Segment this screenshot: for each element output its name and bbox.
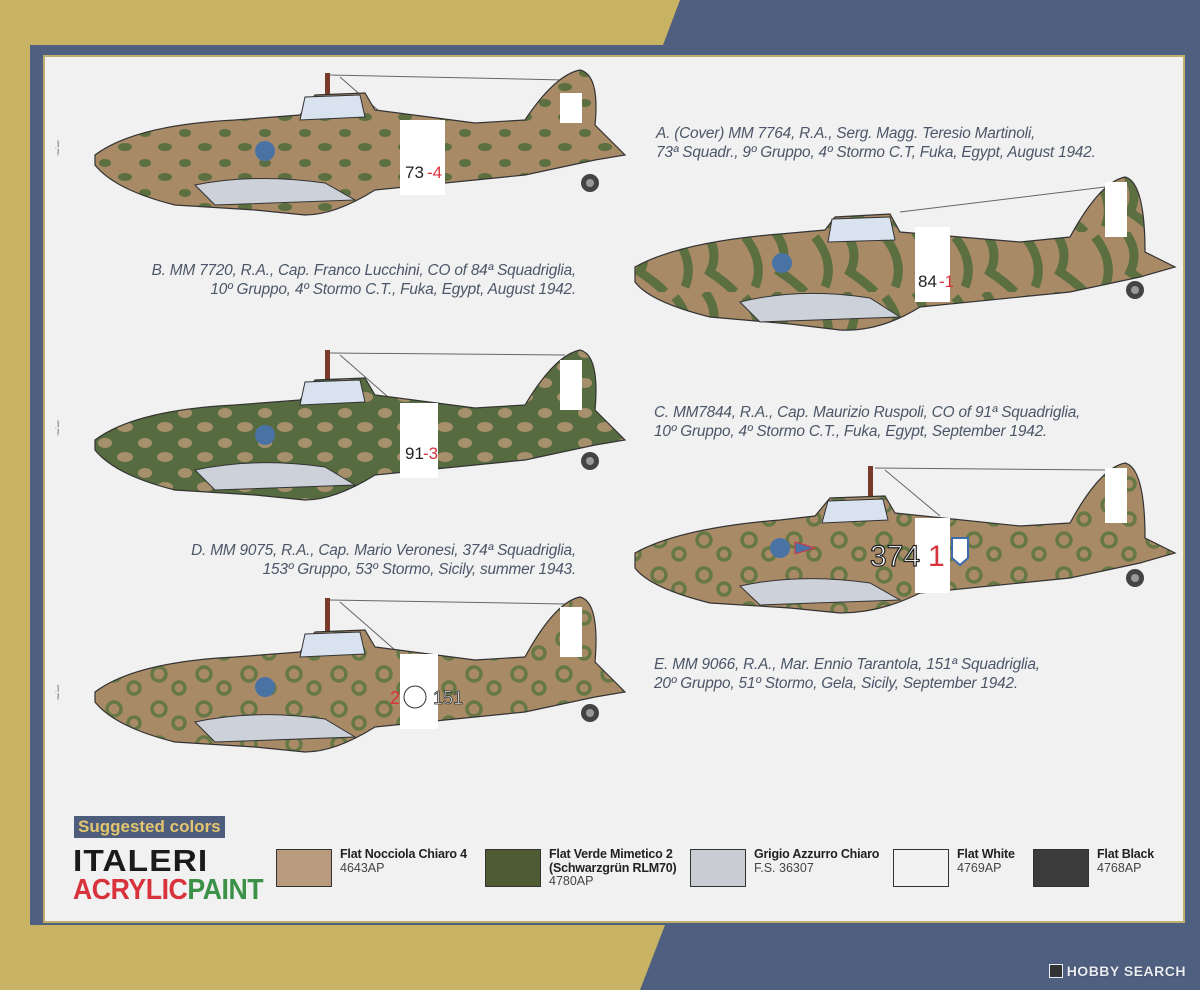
caption-b-line1: B. MM 7720, R.A., Cap. Franco Lucchini, … — [151, 262, 577, 279]
brand-logo-italeri: ITALERI — [73, 843, 209, 878]
svg-text:-3: -3 — [423, 444, 438, 463]
caption-d: D. MM 9075, R.A., Cap. Mario Veronesi, 3… — [191, 541, 576, 579]
caption-c-line1: C. MM7844, R.A., Cap. Maurizio Ruspoli, … — [654, 404, 1081, 421]
caption-d-line1: D. MM 9075, R.A., Cap. Mario Veronesi, 3… — [191, 542, 576, 559]
swatch-chip — [893, 849, 949, 887]
swatch-name: Flat Black — [1097, 847, 1155, 861]
swatch-code: 4780AP — [549, 874, 594, 888]
svg-text:91: 91 — [405, 444, 424, 463]
svg-text:151: 151 — [433, 688, 463, 708]
swatch-name: Flat Nocciola Chiaro 4 — [340, 847, 467, 861]
swatch-code: 4643AP — [340, 860, 385, 875]
caption-e: E. MM 9066, R.A., Mar. Ennio Tarantola, … — [654, 655, 1040, 693]
caption-d-line2: 153º Gruppo, 53º Stormo, Sicily, summer … — [262, 561, 577, 578]
suggested-colors-title: Suggested colors — [74, 816, 225, 838]
svg-text:2: 2 — [390, 688, 400, 708]
caption-a: A. (Cover) MM 7764, R.A., Serg. Magg. Te… — [656, 124, 1096, 162]
caption-a-line1: A. (Cover) MM 7764, R.A., Serg. Magg. Te… — [656, 125, 1036, 142]
aircraft-profile-b: 84 -1 — [595, 172, 1185, 372]
watermark: HOBBY SEARCH — [1048, 963, 1186, 979]
swatch-chip — [690, 849, 746, 887]
svg-text:374: 374 — [870, 540, 920, 573]
svg-text:84: 84 — [918, 272, 937, 291]
brand-logo-acrylic-paint: ACRYLICPAINT — [73, 874, 264, 907]
brand-acrylic: ACRYLIC — [73, 874, 188, 906]
swatch-chip — [1033, 849, 1089, 887]
swatch-name: Flat White — [957, 847, 1015, 861]
caption-a-line2: 73ª Squadr., 9º Gruppo, 4º Stormo C.T, F… — [656, 144, 1096, 161]
svg-text:-4: -4 — [427, 163, 442, 182]
svg-text:73: 73 — [405, 163, 424, 182]
hobby-search-logo-icon — [1048, 964, 1063, 978]
swatch-code: F.S. 36307 — [754, 860, 814, 875]
aircraft-profile-d: 374 1 — [595, 458, 1185, 658]
caption-e-line1: E. MM 9066, R.A., Mar. Ennio Tarantola, … — [654, 656, 1040, 673]
swatch-code: 4768AP — [1097, 860, 1142, 875]
swatch-name: Flat Verde Mimetico 2 — [549, 847, 673, 861]
brand-paint: PAINT — [187, 874, 264, 906]
caption-c-line2: 10º Gruppo, 4º Stormo C.T., Fuka, Egypt,… — [654, 423, 1047, 440]
watermark-text: HOBBY SEARCH — [1066, 963, 1186, 979]
swatch-name-2: (Schwarzgrün RLM70) — [549, 860, 677, 875]
swatch-code: 4769AP — [957, 860, 1002, 875]
caption-c: C. MM7844, R.A., Cap. Maurizio Ruspoli, … — [654, 403, 1080, 441]
svg-text:-1: -1 — [939, 272, 954, 291]
swatch-name: Grigio Azzurro Chiaro — [754, 847, 880, 861]
swatch-chip — [485, 849, 541, 887]
aircraft-profile-e: 2 151 — [55, 592, 640, 792]
caption-b: B. MM 7720, R.A., Cap. Franco Lucchini, … — [151, 261, 577, 299]
swatch-chip — [276, 849, 332, 887]
caption-b-line2: 10º Gruppo, 4º Stormo C.T., Fuka, Egypt,… — [210, 281, 576, 298]
svg-text:1: 1 — [928, 540, 945, 573]
caption-e-line2: 20º Gruppo, 51º Stormo, Gela, Sicily, Se… — [654, 675, 1018, 692]
aircraft-profile-c: 91 -3 — [55, 345, 640, 510]
aircraft-profile-a: 73 -4 — [55, 65, 640, 230]
